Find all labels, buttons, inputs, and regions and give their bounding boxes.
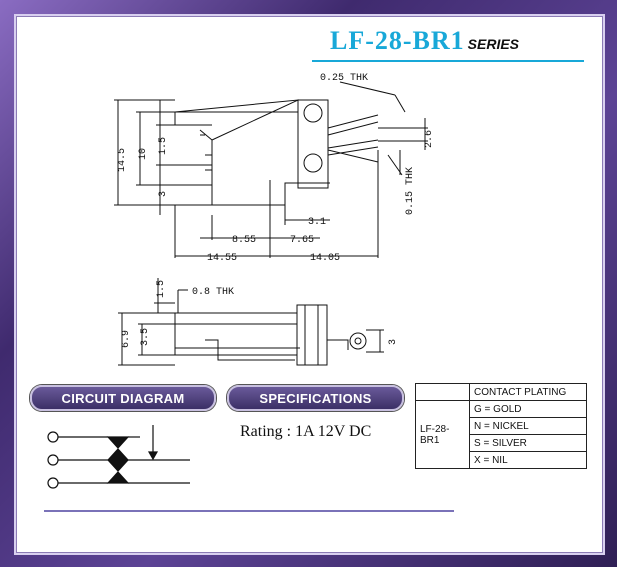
roller bbox=[349, 332, 367, 350]
dim-1-5: 1.5 bbox=[158, 137, 169, 155]
contact-center bbox=[107, 448, 129, 472]
side-dim-6-9: 6.9 bbox=[121, 330, 132, 348]
circuit-diagram-heading: CIRCUIT DIAGRAM bbox=[30, 385, 216, 411]
contact-upper bbox=[106, 436, 130, 449]
terminal-2 bbox=[327, 139, 379, 149]
table-corner bbox=[415, 383, 470, 401]
mount-hole-bottom bbox=[303, 153, 323, 173]
dim-thk-025: 0.25 THK bbox=[320, 73, 368, 84]
switch-housing bbox=[297, 99, 329, 189]
model-name: LF-28-BR1 bbox=[330, 26, 465, 55]
side-view bbox=[118, 278, 384, 366]
table-header: CONTACT PLATING bbox=[469, 383, 587, 401]
specifications-heading: SPECIFICATIONS bbox=[227, 385, 404, 411]
terminal-3 bbox=[327, 149, 379, 163]
table-row: G = GOLD bbox=[469, 400, 587, 418]
dim-thk-015: 0.15 THK bbox=[405, 167, 416, 215]
dim-10: 10 bbox=[138, 148, 149, 160]
dim-8-55: 8.55 bbox=[232, 235, 256, 246]
side-dim-3: 3 bbox=[388, 339, 399, 345]
dim-14-5: 14.5 bbox=[117, 148, 128, 172]
table-row: N = NICKEL bbox=[469, 417, 587, 435]
top-view bbox=[114, 81, 428, 258]
side-dim-3-5: 3.5 bbox=[140, 328, 151, 346]
circuit-diagram bbox=[47, 425, 190, 489]
terminal-no bbox=[47, 454, 59, 466]
terminal-common bbox=[47, 431, 59, 443]
table-row: X = NIL bbox=[469, 451, 587, 469]
mount-hole-top bbox=[303, 103, 323, 123]
terminal-1 bbox=[327, 114, 379, 129]
terminal-nc bbox=[47, 477, 59, 489]
dim-14-55: 14.55 bbox=[207, 253, 237, 264]
side-dim-1-5: 1.5 bbox=[156, 280, 167, 298]
side-housing bbox=[296, 304, 328, 366]
dim-3-1: 3.1 bbox=[308, 217, 326, 228]
dim-7-65: 7.65 bbox=[290, 235, 314, 246]
contact-lower bbox=[106, 471, 130, 484]
bottom-divider bbox=[44, 510, 454, 512]
dim-14-05: 14.05 bbox=[310, 253, 340, 264]
table-model: LF-28-BR1 bbox=[415, 400, 470, 469]
side-body bbox=[174, 312, 298, 356]
contact-plating-table: CONTACT PLATING LF-28-BR1 G = GOLD N = N… bbox=[415, 383, 587, 469]
title-underline bbox=[312, 60, 584, 62]
lever-arm bbox=[174, 99, 299, 113]
dim-2-6: 2.6 bbox=[424, 130, 435, 148]
page-title: LF-28-BR1 SERIES bbox=[330, 26, 519, 56]
series-label: SERIES bbox=[467, 36, 520, 52]
rating-text: Rating : 1A 12V DC bbox=[240, 423, 372, 440]
dim-3: 3 bbox=[158, 191, 169, 197]
side-dim-thk: 0.8 THK bbox=[192, 287, 234, 298]
table-row: S = SILVER bbox=[469, 434, 587, 452]
